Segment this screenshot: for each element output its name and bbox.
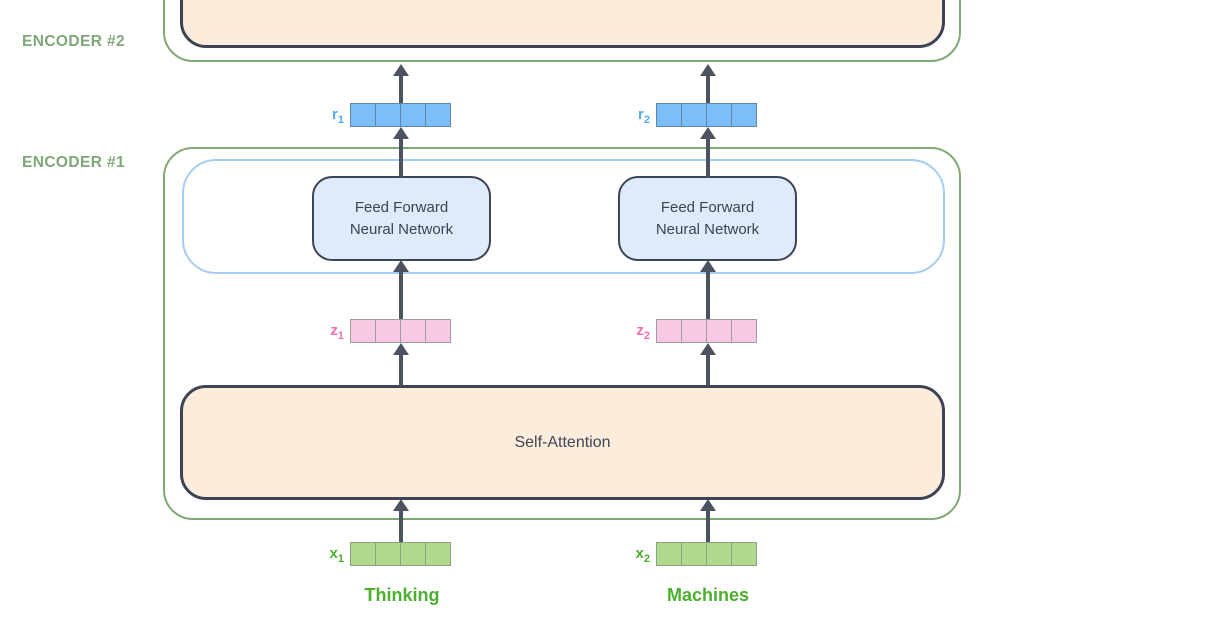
vector-cell xyxy=(425,542,451,566)
arrow-head-icon xyxy=(393,127,409,139)
feed-forward-box-2: Feed Forward Neural Network xyxy=(618,176,797,261)
vector-cell xyxy=(375,103,401,127)
arrow-head-icon xyxy=(700,499,716,511)
vector-cell xyxy=(375,542,401,566)
vector-z2 xyxy=(656,319,757,343)
vector-cell xyxy=(656,103,682,127)
vector-cell xyxy=(706,103,732,127)
arrow-up-icon xyxy=(393,260,409,320)
vector-cell xyxy=(681,319,707,343)
arrow-head-icon xyxy=(700,64,716,76)
encoder-2-inner-block xyxy=(180,0,945,48)
arrow-stem xyxy=(399,508,403,542)
arrow-up-icon xyxy=(700,127,716,177)
token-word-machines: Machines xyxy=(666,585,750,605)
vector-label-r2: r2 xyxy=(638,106,650,126)
vector-label-x2: x2 xyxy=(635,545,650,565)
self-attention-label: Self-Attention xyxy=(514,433,611,451)
arrow-stem xyxy=(706,352,710,386)
vector-r1 xyxy=(350,103,451,127)
self-attention-box: Self-Attention xyxy=(180,385,945,500)
arrow-head-icon xyxy=(700,260,716,272)
vector-cell xyxy=(350,103,376,127)
arrow-up-icon xyxy=(393,499,409,542)
vector-label-z2: z2 xyxy=(636,322,650,342)
vector-cell xyxy=(425,319,451,343)
vector-cell xyxy=(681,103,707,127)
vector-cell xyxy=(706,542,732,566)
vector-cell xyxy=(656,319,682,343)
arrow-up-icon xyxy=(700,260,716,320)
arrow-head-icon xyxy=(700,127,716,139)
arrow-head-icon xyxy=(393,343,409,355)
ffn2-label-line2: Neural Network xyxy=(655,220,760,238)
vector-cell xyxy=(400,103,426,127)
arrow-head-icon xyxy=(393,260,409,272)
arrow-up-icon xyxy=(393,127,409,177)
arrow-up-icon xyxy=(393,64,409,103)
vector-r2 xyxy=(656,103,757,127)
arrow-up-icon xyxy=(700,499,716,542)
ffn1-label-line2: Neural Network xyxy=(349,220,454,238)
ffn1-label-line1: Feed Forward xyxy=(354,198,449,216)
arrow-stem xyxy=(706,508,710,542)
arrow-stem xyxy=(399,73,403,103)
vector-cell xyxy=(731,103,757,127)
token-word-thinking: Thinking xyxy=(364,585,440,605)
arrow-head-icon xyxy=(393,64,409,76)
arrow-stem xyxy=(706,269,710,320)
arrow-stem xyxy=(706,73,710,103)
vector-cell xyxy=(375,319,401,343)
vector-cell xyxy=(400,319,426,343)
vector-cell xyxy=(350,542,376,566)
vector-x2 xyxy=(656,542,757,566)
arrow-head-icon xyxy=(700,343,716,355)
arrow-up-icon xyxy=(700,64,716,103)
vector-cell xyxy=(731,319,757,343)
vector-label-z1: z1 xyxy=(330,322,344,342)
arrow-up-icon xyxy=(700,343,716,386)
ffn2-label-line1: Feed Forward xyxy=(660,198,755,216)
vector-x1 xyxy=(350,542,451,566)
arrow-stem xyxy=(399,352,403,386)
encoder-1-label: ENCODER #1 xyxy=(22,154,126,171)
arrow-head-icon xyxy=(393,499,409,511)
vector-cell xyxy=(400,542,426,566)
vector-cell xyxy=(681,542,707,566)
vector-cell xyxy=(425,103,451,127)
vector-cell xyxy=(656,542,682,566)
arrow-stem xyxy=(706,136,710,177)
vector-cell xyxy=(706,319,732,343)
encoder-2-label: ENCODER #2 xyxy=(22,33,126,50)
arrow-up-icon xyxy=(393,343,409,386)
vector-label-r1: r1 xyxy=(332,106,344,126)
arrow-stem xyxy=(399,269,403,320)
feed-forward-box-1: Feed Forward Neural Network xyxy=(312,176,491,261)
arrow-stem xyxy=(399,136,403,177)
vector-label-x1: x1 xyxy=(329,545,344,565)
feed-forward-layer-frame xyxy=(182,159,945,274)
vector-z1 xyxy=(350,319,451,343)
vector-cell xyxy=(731,542,757,566)
vector-cell xyxy=(350,319,376,343)
